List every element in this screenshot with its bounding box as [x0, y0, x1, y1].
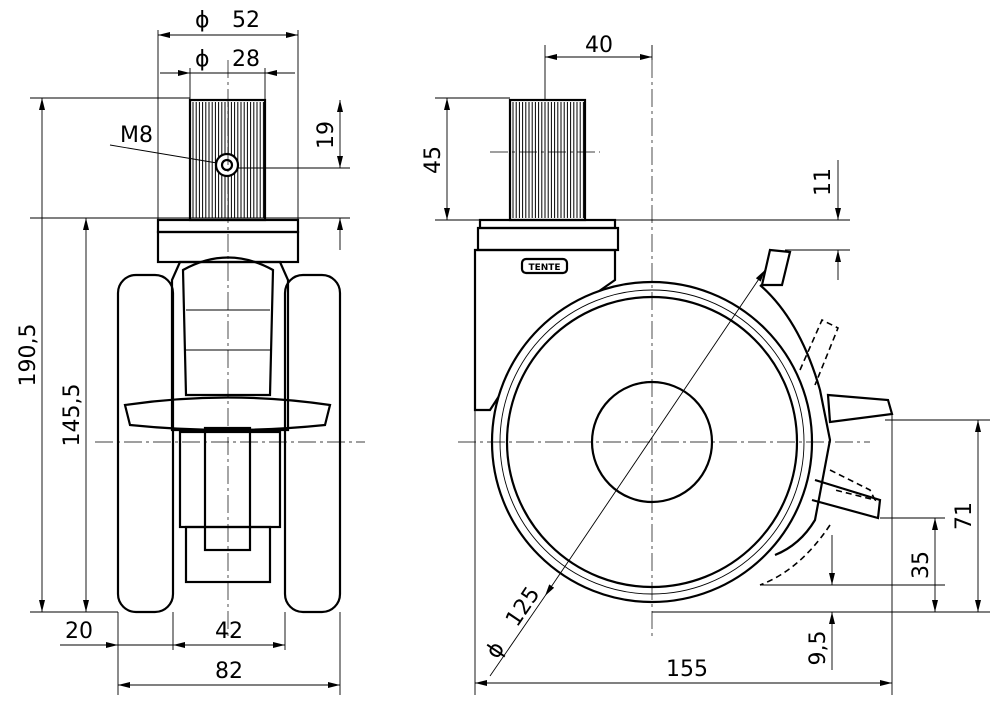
dim-wheel-diameter-symbol: ϕ	[481, 637, 510, 663]
dim-stem-hole: 19	[314, 121, 339, 149]
dim-plate-height: 145,5	[60, 384, 85, 447]
dim-lever-top: 11	[811, 168, 836, 196]
dim-wheel-width: 20	[65, 619, 93, 644]
dim-ground-clearance: 9,5	[806, 631, 831, 666]
side-view: TENTE	[458, 60, 894, 640]
dim-outer-diameter-symbol: ϕ	[195, 8, 210, 33]
dim-total-width: 82	[215, 659, 243, 684]
dim-outer-diameter: 52	[232, 8, 260, 33]
dim-lever-height: 71	[952, 502, 977, 530]
logo-text: TENTE	[528, 263, 560, 273]
dim-inner-diameter-symbol: ϕ	[195, 47, 210, 72]
dim-wheel-diameter: 125	[501, 583, 545, 632]
dim-inner-diameter: 28	[232, 47, 260, 72]
dim-wheel-gap: 42	[215, 619, 243, 644]
side-dimensions	[435, 45, 990, 695]
dim-total-length: 155	[666, 657, 708, 682]
dim-stem-height: 45	[421, 146, 446, 174]
stem-knurling	[512, 102, 584, 218]
dim-pedal-height: 35	[909, 551, 934, 579]
logo-plate	[520, 257, 569, 275]
dim-offset: 40	[585, 33, 613, 58]
thread-label: M8	[120, 123, 153, 148]
dim-total-height: 190,5	[16, 324, 41, 387]
front-dimensions	[30, 30, 350, 695]
front-dimension-labels: ϕ 52 ϕ 28 M8 19 190,5 145,5 20 42 82	[16, 8, 339, 684]
front-view	[95, 60, 365, 640]
